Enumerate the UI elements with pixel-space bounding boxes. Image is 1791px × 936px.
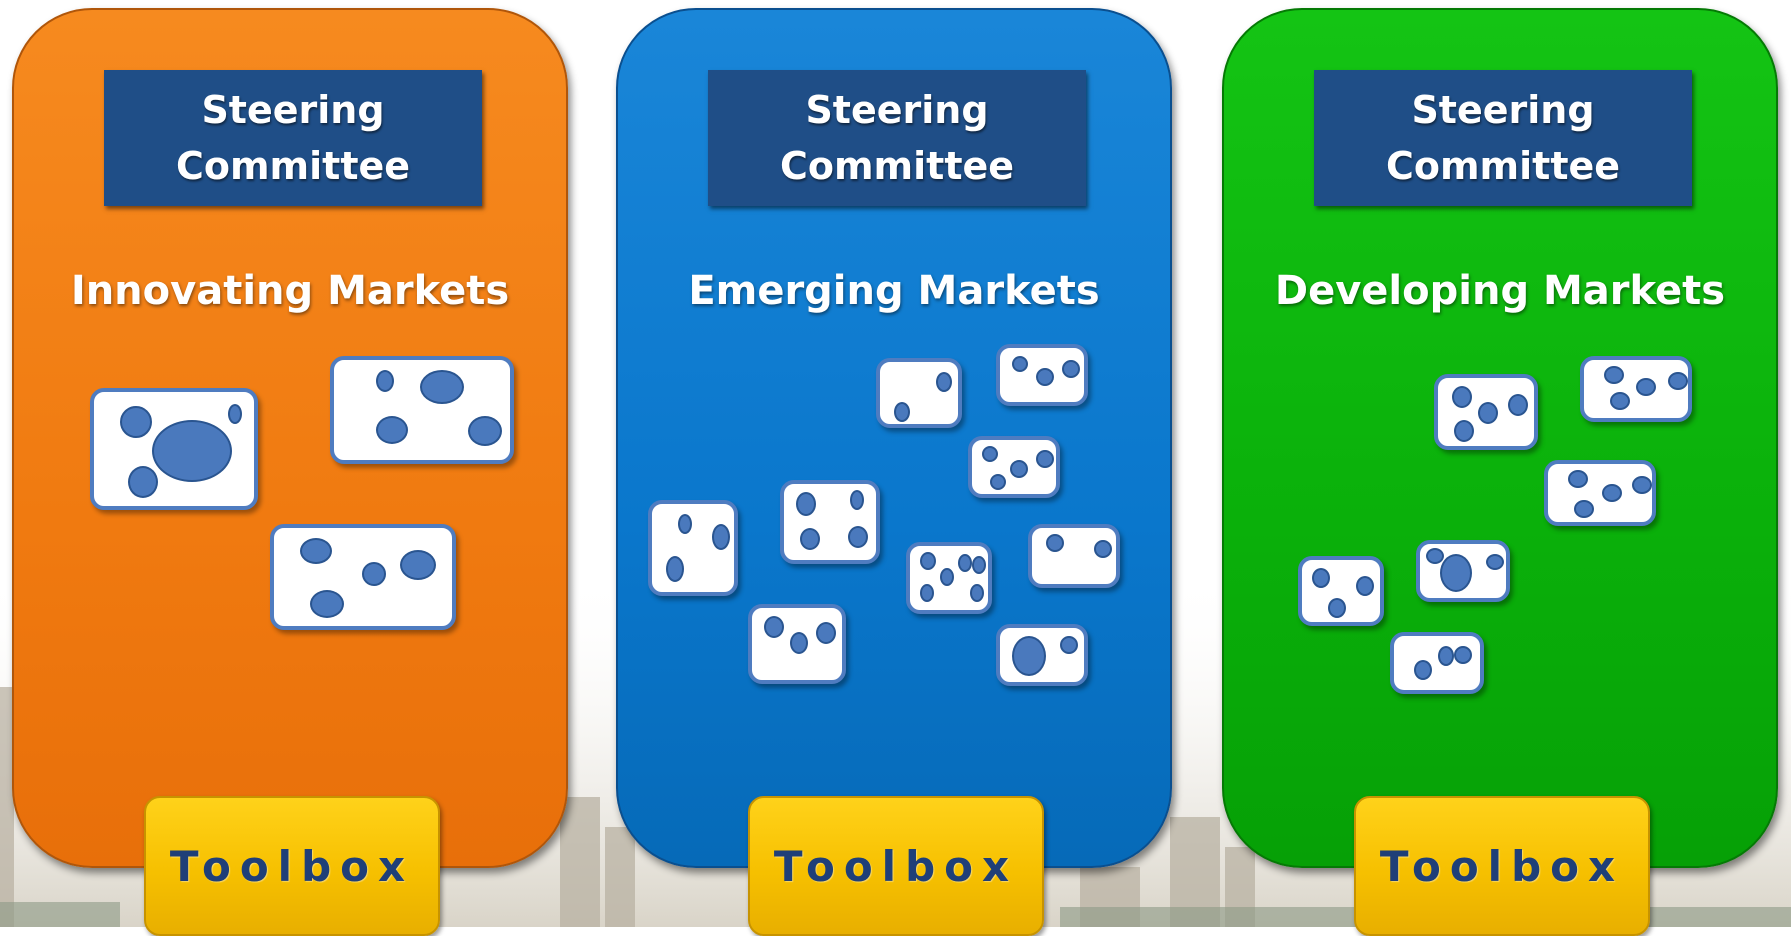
dot [310, 590, 344, 618]
dot [712, 524, 730, 550]
dot [152, 420, 232, 482]
dot [1478, 402, 1498, 424]
market-card [996, 624, 1088, 686]
dot [1012, 356, 1028, 372]
toolbox-button[interactable]: Toolbox [1354, 796, 1650, 936]
dot [982, 446, 998, 462]
dot [850, 490, 864, 510]
dot [1452, 386, 1472, 408]
emerging-markets-panel: Steering Committee Emerging Markets [616, 8, 1172, 868]
steering-committee-box: Steering Committee [1314, 70, 1692, 206]
market-card [996, 344, 1088, 406]
dot [362, 562, 386, 586]
market-card [748, 604, 846, 684]
dot [128, 466, 158, 498]
dot [1454, 646, 1472, 664]
toolbox-label: Toolbox [1379, 842, 1625, 891]
dot [940, 568, 954, 586]
dot [300, 538, 332, 564]
dot [796, 492, 816, 516]
dot [1604, 366, 1624, 384]
steering-committee-box: Steering Committee [708, 70, 1086, 206]
dot [1328, 598, 1346, 618]
dot [1036, 368, 1054, 386]
market-card [1580, 356, 1692, 422]
dot [1356, 576, 1374, 596]
dot [120, 406, 152, 438]
dot [970, 584, 984, 602]
dot [468, 416, 502, 446]
dot [1012, 636, 1046, 676]
dot [1602, 484, 1622, 502]
dot [1508, 394, 1528, 416]
market-card [876, 358, 962, 428]
dot [920, 552, 936, 570]
market-card [270, 524, 456, 630]
market-card [1434, 374, 1538, 450]
dot [1414, 660, 1432, 680]
dot [894, 402, 910, 422]
dot [990, 474, 1006, 490]
market-card [906, 542, 992, 614]
market-cards [14, 10, 566, 866]
dot [400, 550, 436, 580]
market-card [1544, 460, 1656, 526]
market-card [90, 388, 258, 510]
market-card [648, 500, 738, 596]
market-card [1390, 632, 1484, 694]
dot [790, 632, 808, 654]
dot [1312, 568, 1330, 588]
dot [678, 514, 692, 534]
dot [666, 556, 684, 582]
dot [1426, 548, 1444, 564]
dot [1568, 470, 1588, 488]
dot [936, 372, 952, 392]
toolbox-button[interactable]: Toolbox [748, 796, 1044, 936]
toolbox-label: Toolbox [169, 842, 415, 891]
dot [848, 526, 868, 548]
dot [764, 616, 784, 638]
dot [1632, 476, 1652, 494]
dot [1454, 420, 1474, 442]
dot [1060, 636, 1078, 654]
market-cards [618, 10, 1170, 866]
dot [1438, 646, 1454, 666]
dot [1610, 392, 1630, 410]
dot [958, 554, 972, 572]
dot [1668, 372, 1688, 390]
dot [800, 528, 820, 550]
toolbox-button[interactable]: Toolbox [144, 796, 440, 936]
market-title: Emerging Markets [688, 268, 1100, 314]
dot [1486, 554, 1504, 570]
market-card [968, 436, 1060, 498]
toolbox-label: Toolbox [773, 842, 1019, 891]
dot [1036, 450, 1054, 468]
market-card [1298, 556, 1384, 626]
market-card [780, 480, 880, 564]
dot [228, 404, 242, 424]
dot [1046, 534, 1064, 552]
steering-committee-box: Steering Committee [104, 70, 482, 206]
market-cards [1224, 10, 1776, 866]
market-card [1416, 540, 1510, 602]
dot [1574, 500, 1594, 518]
dot [1010, 460, 1028, 478]
dot [920, 584, 934, 602]
dot [1094, 540, 1112, 558]
developing-markets-panel: Steering Committee Developing Markets [1222, 8, 1778, 868]
innovating-markets-panel: Steering Committee Innovating Markets [12, 8, 568, 868]
dot [1062, 360, 1080, 378]
market-card [1028, 524, 1120, 588]
dot [376, 370, 394, 392]
market-title: Innovating Markets [70, 268, 510, 314]
dot [1636, 378, 1656, 396]
dot [972, 556, 986, 574]
dot [420, 370, 464, 404]
market-card [330, 356, 514, 464]
dot [1440, 554, 1472, 592]
dot [376, 416, 408, 444]
dot [816, 622, 836, 644]
market-title: Developing Markets [1274, 268, 1726, 314]
